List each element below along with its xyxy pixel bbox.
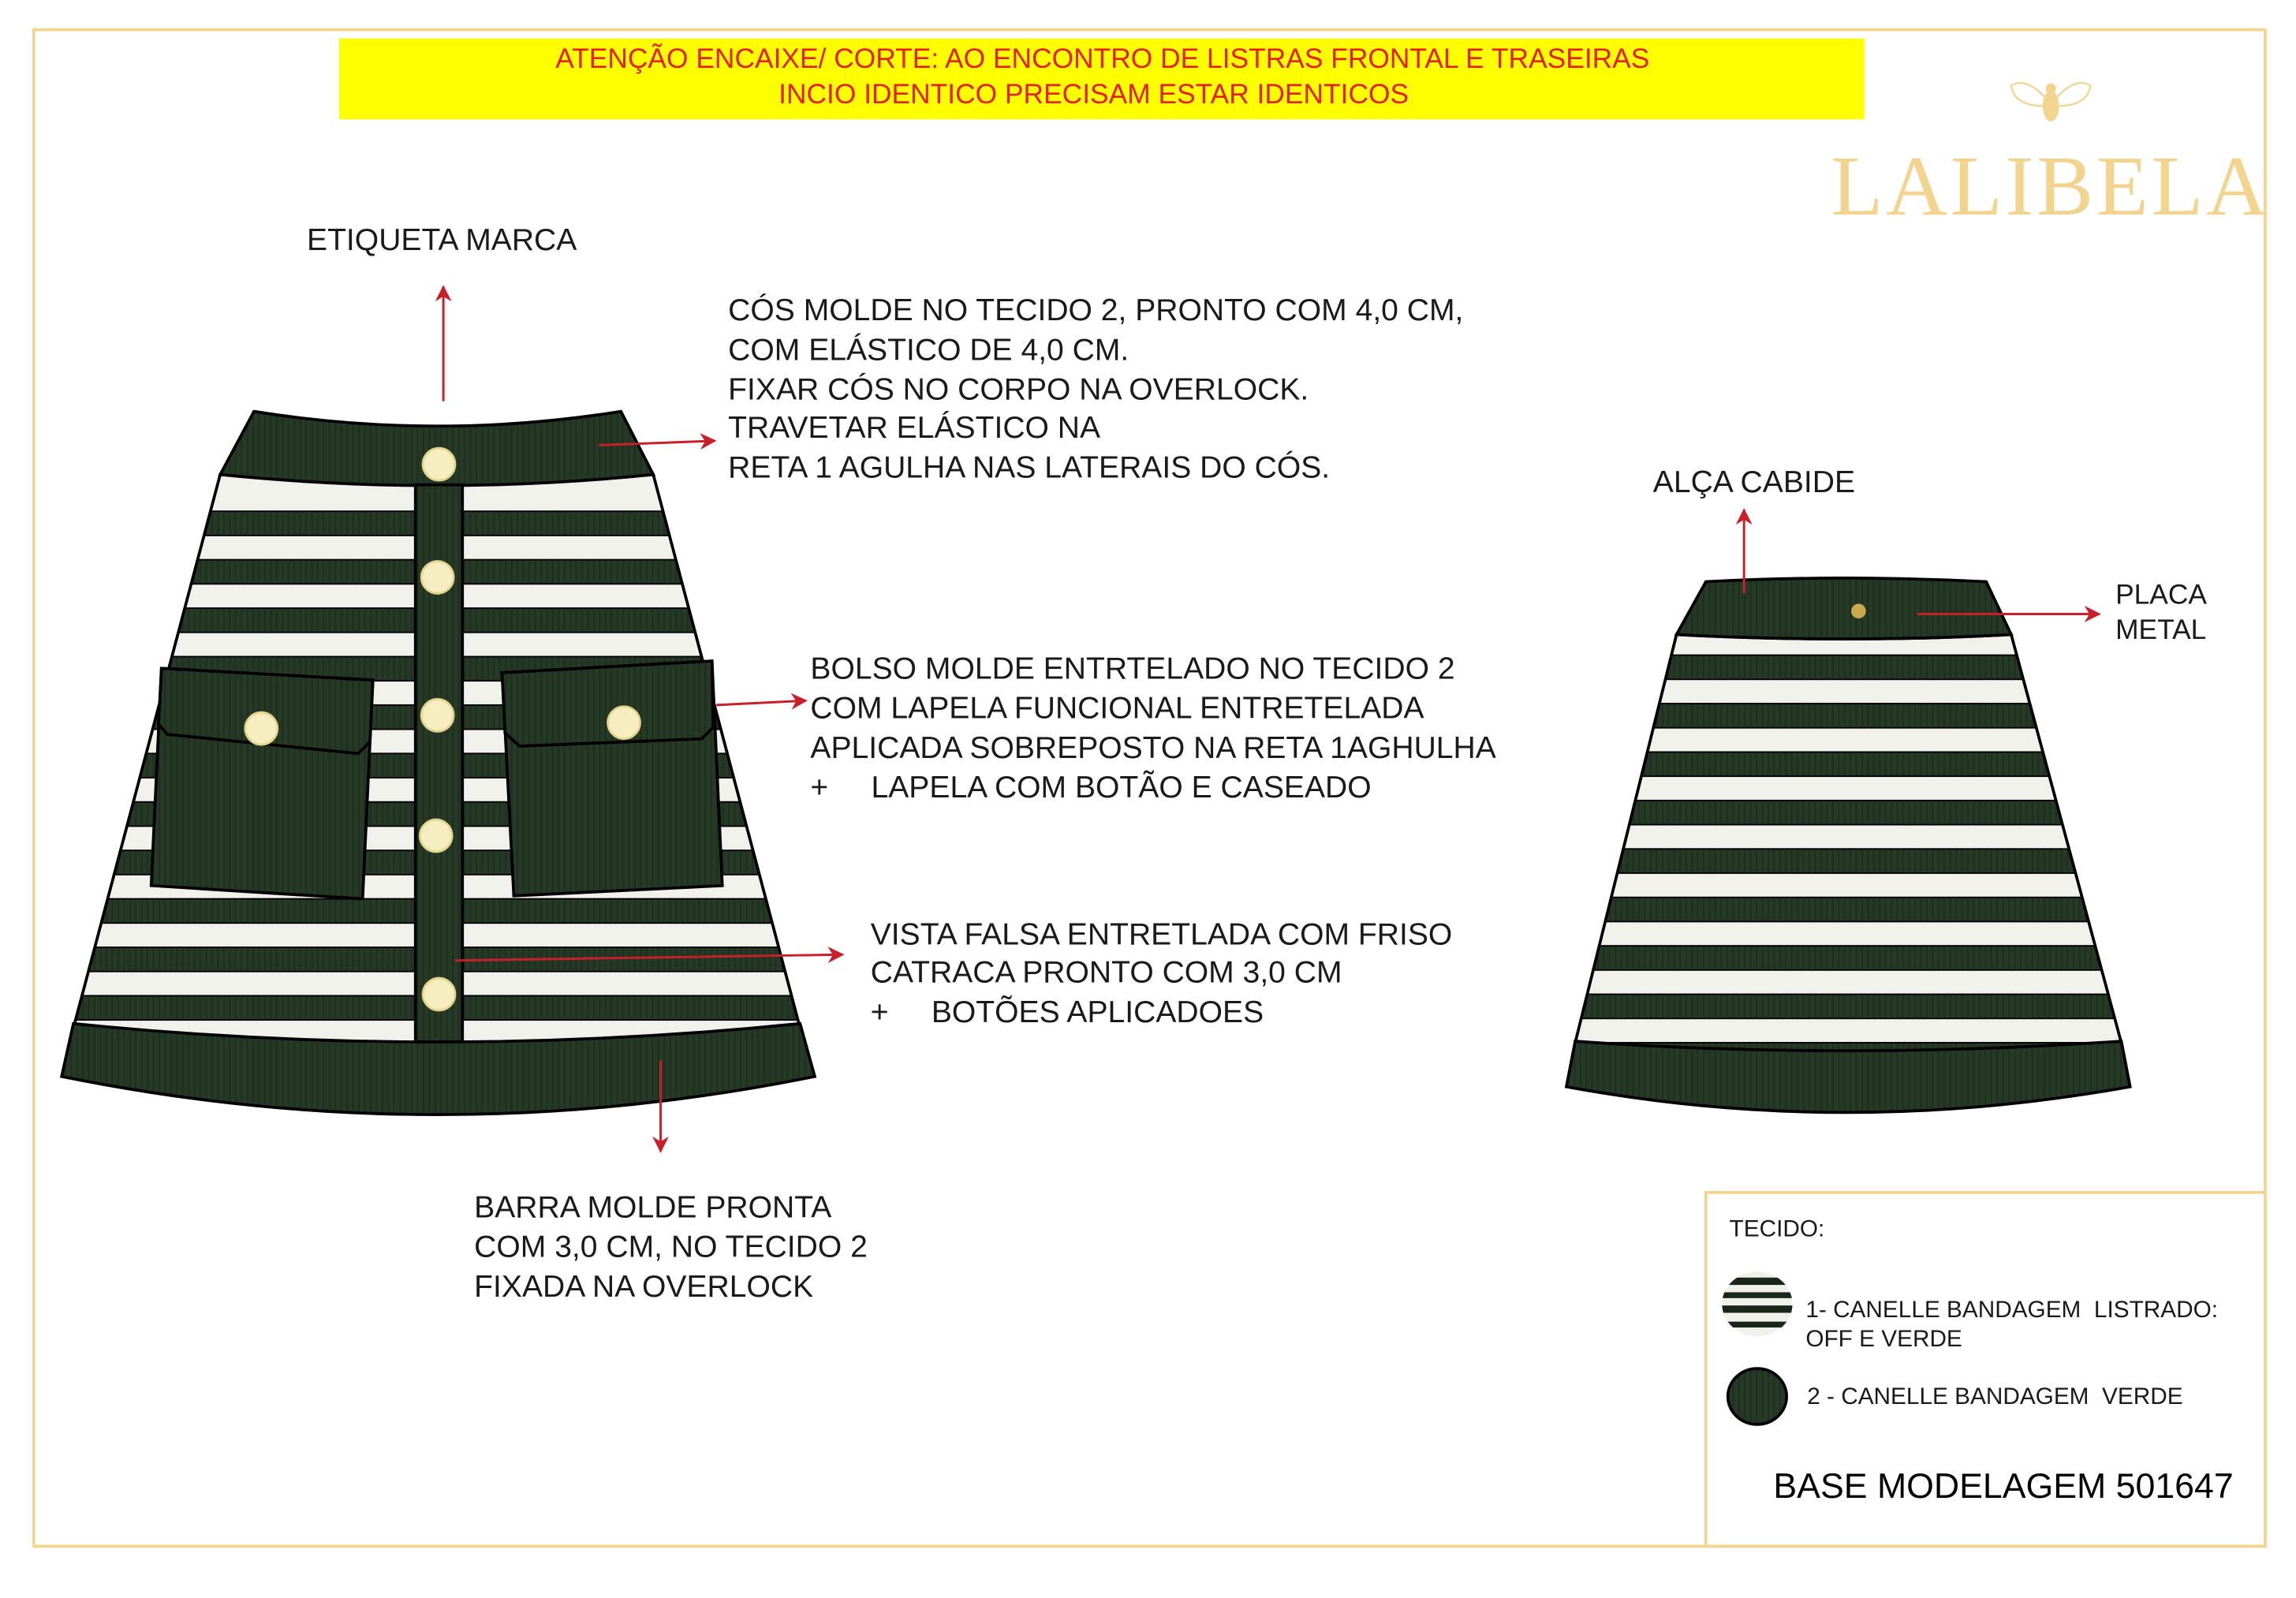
arrow-cos [599, 433, 717, 450]
stripe [1575, 896, 2122, 923]
solid-swatch-icon [1726, 1367, 1789, 1426]
label-barra: BARRA MOLDE PRONTA COM 3,0 CM, NO TECIDO… [474, 1190, 868, 1304]
stripe [1575, 1042, 2122, 1052]
bee-icon [2010, 82, 2092, 122]
brand-logo: LALIBELA [1831, 82, 2270, 233]
legend-title: TECIDO: [1730, 1216, 1825, 1242]
svg-text:CÓS MOLDE NO TECIDO 2, PRONTO: CÓS MOLDE NO TECIDO 2, PRONTO COM 4,0 CM… [728, 293, 1463, 327]
svg-text:TRAVETAR ELÁSTICO NA: TRAVETAR ELÁSTICO NA [728, 411, 1100, 445]
stripe [1575, 993, 2122, 1020]
svg-text:+ BOTÕES APLICADOES: + BOTÕES APLICADOES [871, 995, 1264, 1029]
legend-item-1-line-1: 1- CANELLE BANDAGEM LISTRADO: [1805, 1297, 2218, 1323]
legend-item-2: 2 - CANELLE BANDAGEM VERDE [1807, 1383, 2182, 1409]
stripe [1575, 703, 2122, 729]
svg-text:VISTA FALSA ENTRETLADA COM FRI: VISTA FALSA ENTRETLADA COM FRISO [871, 917, 1453, 951]
back-waistband [1674, 577, 2014, 640]
svg-text:BARRA MOLDE PRONTA: BARRA MOLDE PRONTA [474, 1190, 831, 1224]
striped-swatch-icon [1722, 1271, 1793, 1337]
svg-text:COM LAPELA FUNCIONAL ENTRETELA: COM LAPELA FUNCIONAL ENTRETELADA [810, 692, 1424, 726]
label-cos: CÓS MOLDE NO TECIDO 2, PRONTO COM 4,0 CM… [728, 293, 1463, 484]
page-frame [32, 28, 2267, 1548]
arrow-vista [454, 946, 845, 963]
legend-item-1-line-2: OFF E VERDE [1805, 1326, 1962, 1352]
base-modelagem-label: BASE MODELAGEM 501647 [1773, 1467, 2233, 1506]
notice-line-2: INCIO IDENTICO PRECISAM ESTAR IDENTICOS [778, 79, 1409, 110]
stripe [1575, 654, 2122, 681]
hem-band [59, 1021, 817, 1117]
label-etiqueta: ETIQUETA MARCA [307, 223, 577, 257]
svg-text:COM ELÁSTICO DE 4,0 CM.: COM ELÁSTICO DE 4,0 CM. [728, 333, 1129, 367]
front-skirt-drawing [59, 409, 817, 1117]
header-notice: ATENÇÃO ENCAIXE/ CORTE: AO ENCONTRO DE L… [338, 38, 1865, 120]
buttons [244, 446, 641, 1012]
back-hem-band [1564, 1040, 2132, 1114]
metal-plate-bee-icon [1851, 603, 1866, 619]
label-placa-1: PLACA [2115, 579, 2207, 610]
stripe [1575, 945, 2122, 971]
svg-text:RETA 1 AGULHA NAS LATERAIS DO: RETA 1 AGULHA NAS LATERAIS DO CÓS. [728, 450, 1330, 484]
svg-text:+ LAPELA COM BOTÃO E CASEA: + LAPELA COM BOTÃO E CASEADO [810, 771, 1371, 805]
arrow-bolso [716, 693, 808, 710]
svg-text:COM 3,0 CM, NO TECIDO 2: COM 3,0 CM, NO TECIDO 2 [474, 1230, 868, 1264]
notice-line-1: ATENÇÃO ENCAIXE/ CORTE: AO ENCONTRO DE L… [555, 43, 1649, 74]
label-alca: ALÇA CABIDE [1653, 465, 1855, 499]
stripe [1575, 751, 2122, 778]
svg-text:FIXADA NA OVERLOCK: FIXADA NA OVERLOCK [474, 1270, 813, 1304]
fabric-legend: TECIDO: 1- CANELLE BANDAGEM LISTRADO: OF… [1704, 1190, 2267, 1548]
stripe [1575, 848, 2122, 874]
svg-text:BOLSO MOLDE ENTRTELADO NO TECI: BOLSO MOLDE ENTRTELADO NO TECIDO 2 [810, 652, 1454, 685]
svg-text:APLICADA SOBREPOSTO NA RETA 1A: APLICADA SOBREPOSTO NA RETA 1AGHULHA [810, 731, 1495, 765]
brand-name: LALIBELA [1831, 140, 2270, 233]
stripe [1575, 799, 2122, 826]
label-placa-2: METAL [2115, 614, 2206, 645]
label-bolso: BOLSO MOLDE ENTRTELADO NO TECIDO 2 COM L… [810, 652, 1495, 805]
back-skirt-drawing [1564, 577, 2132, 1114]
svg-text:FIXAR CÓS NO CORPO NA OVERLOCK: FIXAR CÓS NO CORPO NA OVERLOCK. [728, 373, 1309, 407]
label-vista: VISTA FALSA ENTRETLADA COM FRISO CATRACA… [871, 917, 1453, 1029]
svg-text:CATRACA PRONTO COM 3,0 CM: CATRACA PRONTO COM 3,0 CM [871, 956, 1342, 990]
